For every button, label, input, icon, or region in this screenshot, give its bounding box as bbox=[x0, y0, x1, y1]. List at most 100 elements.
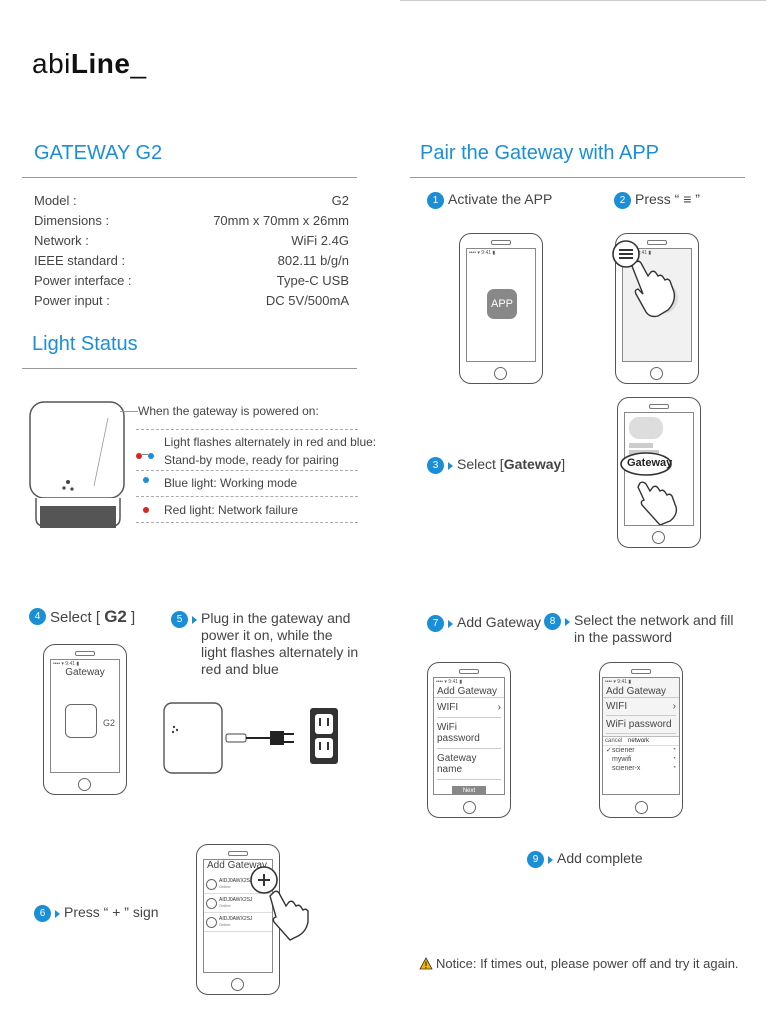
phone-add-gateway-form: •••• ▾ 9:41 ▮ Add Gateway WIFI›WiFi pass… bbox=[427, 662, 511, 818]
network-option[interactable]: sciener-x ◔ bbox=[603, 764, 679, 773]
g2-device-tile[interactable] bbox=[65, 704, 97, 738]
spec-label: Power interface : bbox=[34, 273, 132, 288]
brand-logo: abiLine_ bbox=[32, 48, 147, 79]
hand-pointer-icon bbox=[612, 240, 678, 318]
screen-title: Gateway bbox=[65, 667, 105, 678]
gateway-icon bbox=[206, 897, 217, 909]
red-led-icon bbox=[143, 507, 149, 513]
app-icon[interactable]: APP bbox=[487, 289, 517, 319]
hand-pointer-icon bbox=[250, 866, 309, 941]
form-field[interactable]: WiFi password bbox=[606, 716, 676, 734]
light-status-standby: Light flashes alternately in red and blu… bbox=[164, 435, 377, 467]
field-label: WiFi password bbox=[437, 722, 480, 744]
gateway-status: Online bbox=[219, 903, 231, 908]
field-label: WIFI bbox=[437, 702, 459, 713]
spec-row: Dimensions : 70mm x 70mm x 26mm bbox=[34, 211, 349, 231]
step-3: 3 Select [Gateway] bbox=[427, 456, 565, 474]
divider bbox=[22, 368, 357, 369]
spec-value: WiFi 2.4G bbox=[291, 233, 349, 248]
form-field[interactable]: WIFI › bbox=[437, 698, 501, 718]
gateway-icon bbox=[206, 878, 217, 890]
spec-label: Power input : bbox=[34, 293, 110, 308]
plus-icon bbox=[258, 874, 270, 886]
spec-value: 802.11 b/g/n bbox=[277, 253, 349, 268]
gateway-status: Online bbox=[219, 884, 231, 889]
gateway-status: Online bbox=[219, 922, 231, 927]
form-field[interactable]: Gateway name bbox=[437, 749, 501, 780]
gateway-name: AIDJ0AWX2SJ bbox=[219, 878, 253, 884]
next-button[interactable]: Next bbox=[452, 786, 486, 794]
divider bbox=[136, 496, 358, 497]
spec-value: DC 5V/500mA bbox=[265, 293, 349, 308]
light-status-failure: Red light: Network failure bbox=[164, 503, 299, 517]
check-icon: ✓ bbox=[606, 747, 612, 754]
gateway-title: GATEWAY G2 bbox=[34, 142, 163, 164]
light-status-title: Light Status bbox=[32, 333, 138, 355]
spec-label: IEEE standard : bbox=[34, 253, 126, 268]
wifi-icon: ◔ bbox=[672, 765, 676, 771]
network-name: sciener-x bbox=[612, 765, 641, 772]
notice: Notice: If times out, please power off a… bbox=[419, 956, 739, 971]
chevron-right-icon: › bbox=[497, 702, 501, 713]
gateway-icon bbox=[206, 916, 217, 928]
field-label: WiFi password bbox=[606, 719, 672, 730]
top-divider bbox=[400, 0, 766, 1]
network-name: sciener bbox=[612, 747, 635, 754]
blue-led-icon bbox=[143, 477, 149, 483]
plug-in-illustration bbox=[163, 702, 338, 774]
field-label: WIFI bbox=[606, 701, 628, 712]
picker-cancel-button[interactable]: cancel bbox=[605, 738, 623, 744]
divider bbox=[410, 177, 745, 178]
light-status-working: Blue light: Working mode bbox=[164, 476, 298, 490]
callout-line bbox=[120, 411, 138, 412]
network-option[interactable]: mywifi◔ bbox=[603, 755, 679, 764]
spec-value: Type-C USB bbox=[276, 273, 349, 288]
gateway-bubble-label[interactable]: Gateway bbox=[627, 457, 673, 469]
spec-row: IEEE standard : 802.11 b/g/n bbox=[34, 251, 349, 271]
spec-label: Model : bbox=[34, 193, 77, 208]
screen-title: Add Gateway bbox=[434, 686, 504, 698]
gateway-device-illustration bbox=[29, 401, 125, 528]
menu-icon bbox=[619, 249, 633, 259]
pair-title: Pair the Gateway with APP bbox=[420, 142, 660, 164]
screen-title: Add Gateway bbox=[603, 686, 679, 698]
phone-activate-app: •••• ▾ 9:41 ▮ APP bbox=[459, 233, 543, 384]
warning-icon bbox=[419, 957, 433, 970]
screen-title: Add Gateway bbox=[207, 860, 268, 871]
spec-label: Dimensions : bbox=[34, 213, 110, 228]
spec-row: Model : G2 bbox=[34, 191, 349, 211]
form-field[interactable]: WiFi password bbox=[437, 718, 501, 749]
red-blue-led-icon bbox=[136, 446, 154, 464]
phone-select-network: •••• ▾ 9:41 ▮ Add Gateway WIFI›WiFi pass… bbox=[599, 662, 683, 818]
powered-on-text: When the gateway is powered on: bbox=[138, 404, 319, 418]
spec-row: Power interface : Type-C USB bbox=[34, 271, 349, 291]
wifi-icon: ◔ bbox=[672, 756, 676, 762]
step-4: 4 Select [ G2 ] bbox=[29, 607, 135, 627]
wifi-icon: ◔ bbox=[672, 747, 676, 753]
spec-row: Power input : DC 5V/500mA bbox=[34, 291, 349, 311]
network-option[interactable]: ✓sciener ◔ bbox=[603, 746, 679, 755]
spec-label: Network : bbox=[34, 233, 89, 248]
form-field[interactable]: WIFI › bbox=[606, 698, 676, 716]
outlet-icon bbox=[310, 708, 338, 764]
chevron-right-icon: › bbox=[672, 701, 676, 712]
device-label: G2 bbox=[103, 718, 116, 728]
gateway-name: AIDJ0AWX2SJ bbox=[219, 897, 253, 903]
gateway-name: AIDJ0AWX2SJ bbox=[219, 916, 253, 922]
phone-select-g2: •••• ▾ 9:41 ▮ Gateway G2 bbox=[43, 644, 127, 795]
spec-row: Network : WiFi 2.4G bbox=[34, 231, 349, 251]
plug-icon bbox=[270, 731, 294, 745]
divider bbox=[136, 470, 358, 471]
field-label: Gateway name bbox=[437, 753, 477, 775]
spec-value: G2 bbox=[331, 193, 349, 208]
spec-value: 70mm x 70mm x 26mm bbox=[213, 213, 349, 228]
